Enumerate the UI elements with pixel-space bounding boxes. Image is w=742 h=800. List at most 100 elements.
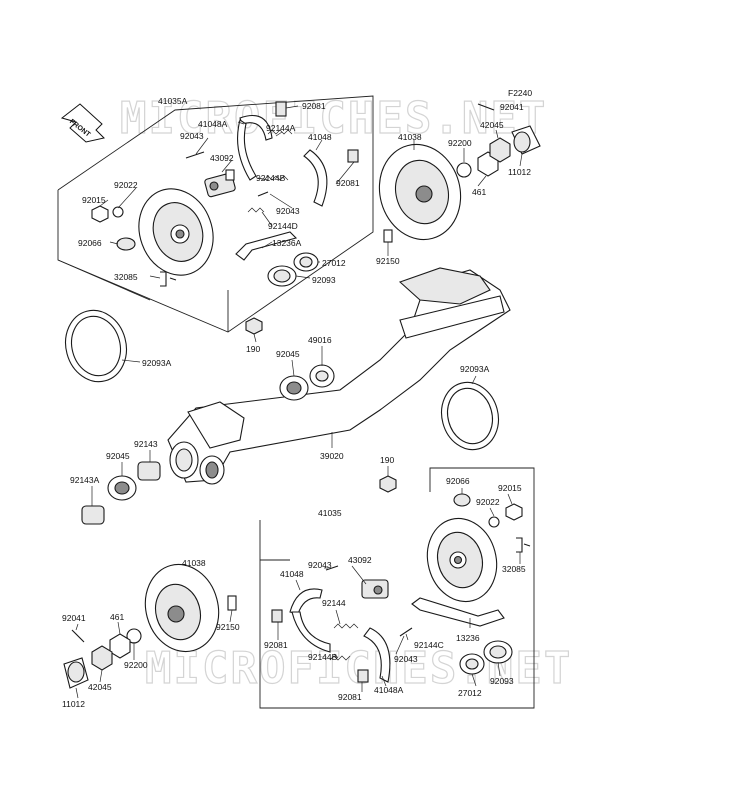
label-42045: 42045 (88, 682, 112, 692)
washer-92200-upper (456, 162, 472, 178)
label-190: 190 (380, 455, 394, 465)
bolt-190-upper (245, 317, 263, 335)
cap-11012-upper (511, 125, 541, 155)
bearing-27012-upper (293, 252, 319, 272)
bolt-92150-upper (383, 229, 393, 243)
seal-ring-92093A-right (441, 381, 499, 451)
label-92093A: 92093A (142, 358, 172, 368)
seal-92093-lower (483, 640, 513, 664)
bearing-92045-mid (279, 375, 309, 401)
clamp-32085-upper (160, 271, 177, 287)
label-41048: 41048 (308, 132, 332, 142)
bushing-92143 (137, 461, 161, 481)
label-92043: 92043 (276, 206, 300, 216)
washer-92022-lower (488, 516, 500, 528)
label-92093: 92093 (490, 676, 514, 686)
label-190: 190 (246, 344, 260, 354)
label-32085: 32085 (114, 272, 138, 282)
label-92144D: 92144D (268, 221, 298, 231)
spring-lower-a (333, 623, 359, 629)
pin-92041-upper (477, 103, 495, 111)
label-461: 461 (472, 187, 486, 197)
label-92022: 92022 (114, 180, 138, 190)
seal-92093-upper (267, 265, 297, 287)
label-92041: 92041 (62, 613, 86, 623)
label-42045: 42045 (480, 120, 504, 130)
wheel-cylinder-upper (204, 169, 236, 198)
bearing-27012-lower (459, 653, 485, 675)
cap-11012-lower (63, 657, 89, 689)
label-92200: 92200 (448, 138, 472, 148)
label-11012: 11012 (508, 167, 531, 177)
label-41048A: 41048A (198, 119, 228, 129)
label-92066: 92066 (446, 476, 470, 486)
pin-92041-lower (71, 629, 85, 643)
label-41038: 41038 (398, 132, 422, 142)
label-92022: 92022 (476, 497, 500, 507)
bolt-92150-lower (227, 595, 237, 611)
label-92081: 92081 (264, 640, 288, 650)
label-92144: 92144 (322, 598, 346, 608)
pin-92043-upper-b (257, 191, 269, 197)
label-92200: 92200 (124, 660, 148, 670)
brake-shoe-lower-b (363, 627, 391, 683)
label-92143A: 92143A (70, 475, 100, 485)
upper-assembly-frame (57, 95, 374, 333)
brake-drum-lower (144, 563, 220, 653)
label-461: 461 (110, 612, 124, 622)
bearing-92045-left (107, 475, 137, 501)
label-92093A: 92093A (460, 364, 490, 374)
spring-upper-c (247, 207, 265, 213)
axle-housing (167, 267, 511, 485)
label-49016: 49016 (308, 335, 332, 345)
label-92143: 92143 (134, 439, 158, 449)
label-32085: 32085 (502, 564, 526, 574)
seal-92066-upper (116, 237, 136, 251)
pin-92043-lower-a (399, 627, 413, 637)
label-92043: 92043 (180, 131, 204, 141)
nut-42045-lower (91, 645, 113, 671)
label-92093: 92093 (312, 275, 336, 285)
seal-ring-92093A-left (65, 309, 127, 383)
label-41048A: 41048A (374, 685, 404, 695)
brake-panel-upper (138, 188, 214, 276)
brake-shoe-upper-b (303, 149, 328, 207)
label-92015: 92015 (82, 195, 106, 205)
label-13236: 13236 (456, 633, 480, 643)
pin-92043-upper-a (185, 151, 205, 159)
brake-drum-upper (378, 143, 462, 241)
label-92043: 92043 (308, 560, 332, 570)
label-39020: 39020 (320, 451, 344, 461)
part-labels: F2240 41035A 92081 41048A 92043 92144A 4… (62, 88, 532, 709)
nut-92015-lower (505, 503, 523, 521)
label-43092: 43092 (348, 555, 372, 565)
brake-panel-lower (426, 517, 498, 603)
lever-13236 (411, 597, 505, 627)
clip-92081-upper-b (347, 149, 359, 163)
nut-92015-upper (91, 205, 109, 223)
label-92150: 92150 (216, 622, 240, 632)
nut-461-lower (109, 633, 131, 659)
wheel-cylinder-lower (361, 579, 389, 599)
clip-92081-lower-a (271, 609, 283, 623)
brake-shoe-upper-a (237, 114, 273, 181)
label-92150: 92150 (376, 256, 400, 266)
figure-code: F2240 (508, 88, 532, 98)
label-92081: 92081 (338, 692, 362, 702)
label-92144C: 92144C (414, 640, 444, 650)
label-92045: 92045 (106, 451, 130, 461)
label-41035A: 41035A (158, 96, 188, 106)
label-92041: 92041 (500, 102, 524, 112)
nut-42045-upper (489, 137, 511, 163)
label-43092: 43092 (210, 153, 234, 163)
label-41038: 41038 (182, 558, 206, 568)
label-92144A: 92144A (266, 123, 296, 133)
label-27012: 27012 (458, 688, 482, 698)
label-92015: 92015 (498, 483, 522, 493)
bushing-92143A (81, 505, 105, 525)
label-41035: 41035 (318, 508, 342, 518)
spring-upper-b (263, 175, 289, 181)
label-92144B: 92144B (308, 652, 338, 662)
label-92081: 92081 (336, 178, 360, 188)
